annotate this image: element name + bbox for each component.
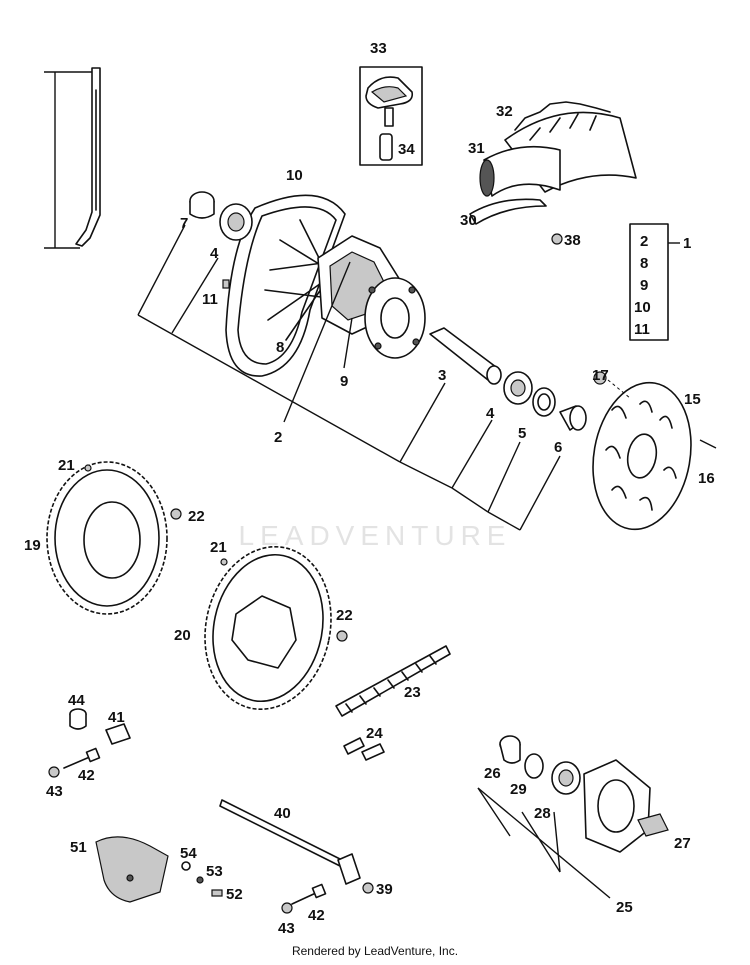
label-30: 30 bbox=[460, 212, 477, 229]
label-31: 31 bbox=[468, 140, 485, 157]
label-4-right: 4 bbox=[486, 405, 495, 422]
label-33: 33 bbox=[370, 40, 387, 57]
kit-item-9: 9 bbox=[640, 277, 648, 294]
label-51: 51 bbox=[70, 839, 87, 856]
label-15: 15 bbox=[684, 391, 701, 408]
label-34: 34 bbox=[398, 141, 415, 158]
label-54: 54 bbox=[180, 845, 197, 862]
label-38: 38 bbox=[564, 232, 581, 249]
label-20: 20 bbox=[174, 627, 191, 644]
bearing-4-right bbox=[503, 371, 533, 405]
label-16: 16 bbox=[698, 470, 715, 487]
label-27: 27 bbox=[674, 835, 691, 852]
brake-disc-15 bbox=[592, 371, 717, 531]
label-5: 5 bbox=[518, 425, 526, 442]
label-8: 8 bbox=[276, 339, 284, 356]
label-52: 52 bbox=[226, 886, 243, 903]
label-21-mid: 21 bbox=[210, 539, 227, 556]
spoke-part bbox=[44, 67, 101, 249]
spacer-3 bbox=[429, 327, 502, 385]
label-19: 19 bbox=[24, 537, 41, 554]
kit-item-11: 11 bbox=[634, 321, 650, 338]
valve-group bbox=[359, 66, 423, 166]
kit-item-2: 2 bbox=[640, 233, 648, 250]
label-1: 1 bbox=[683, 235, 691, 252]
wheel-leaders bbox=[137, 224, 561, 531]
label-11: 11 bbox=[202, 291, 218, 308]
label-9: 9 bbox=[340, 373, 348, 390]
axle-40 bbox=[219, 799, 374, 894]
label-28: 28 bbox=[534, 805, 551, 822]
label-23: 23 bbox=[404, 684, 421, 701]
spacer-7 bbox=[189, 191, 215, 219]
rim-part bbox=[225, 194, 346, 377]
callout-labels: 33 34 32 31 30 38 10 7 4 11 8 9 2 3 4 5 … bbox=[24, 40, 715, 937]
kit-box-items: 2 8 9 10 11 bbox=[634, 233, 651, 338]
hub-part bbox=[317, 235, 426, 359]
label-2: 2 bbox=[274, 429, 282, 446]
label-22-left: 22 bbox=[188, 508, 205, 525]
label-32: 32 bbox=[496, 103, 513, 120]
bolt-42-bottom bbox=[281, 883, 327, 914]
label-10: 10 bbox=[286, 167, 303, 184]
tire-group bbox=[469, 101, 637, 225]
parts-41-44 bbox=[48, 708, 131, 778]
label-25: 25 bbox=[616, 899, 633, 916]
label-43-bottom: 43 bbox=[278, 920, 295, 937]
label-44: 44 bbox=[68, 692, 85, 709]
label-42-left: 42 bbox=[78, 767, 95, 784]
sprocket-19 bbox=[46, 461, 182, 615]
label-43-left: 43 bbox=[46, 783, 63, 800]
spacer-6 bbox=[559, 405, 587, 431]
label-7: 7 bbox=[180, 215, 188, 232]
seal-5 bbox=[532, 387, 556, 417]
nut-38 bbox=[551, 233, 563, 245]
label-4-top: 4 bbox=[210, 245, 219, 262]
kit-item-8: 8 bbox=[640, 255, 648, 272]
label-41: 41 bbox=[108, 709, 125, 726]
cush-hub-25 bbox=[477, 735, 669, 899]
label-42-bottom: 42 bbox=[308, 907, 325, 924]
label-26: 26 bbox=[484, 765, 501, 782]
kit-item-10: 10 bbox=[634, 299, 651, 316]
chain-guard-51 bbox=[95, 836, 169, 903]
label-22-mid: 22 bbox=[336, 607, 353, 624]
label-40: 40 bbox=[274, 805, 291, 822]
label-3: 3 bbox=[438, 367, 446, 384]
label-24: 24 bbox=[366, 725, 383, 742]
label-21-left: 21 bbox=[58, 457, 75, 474]
label-53: 53 bbox=[206, 863, 223, 880]
master-link-24 bbox=[343, 737, 385, 761]
sprocket-20 bbox=[204, 545, 348, 711]
label-6: 6 bbox=[554, 439, 562, 456]
chain-23 bbox=[335, 645, 451, 717]
label-17: 17 bbox=[592, 367, 609, 384]
label-29: 29 bbox=[510, 781, 527, 798]
screws-52-54 bbox=[181, 861, 223, 897]
label-39: 39 bbox=[376, 881, 393, 898]
nipple-11 bbox=[222, 279, 230, 289]
footer-credit: Rendered by LeadVenture, Inc. bbox=[291, 944, 459, 958]
kit-box bbox=[629, 223, 680, 341]
bearing-4-top bbox=[219, 203, 253, 241]
